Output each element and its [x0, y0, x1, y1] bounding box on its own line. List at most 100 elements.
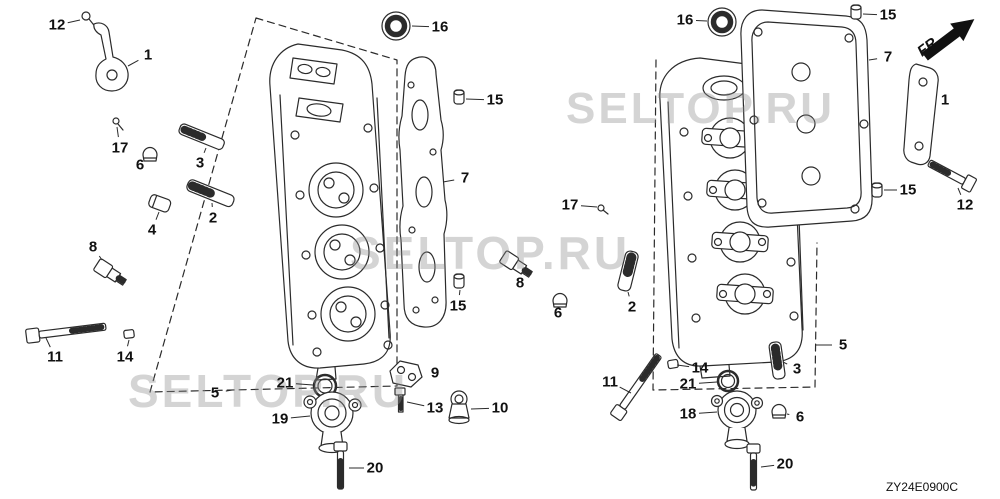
callout-18: 18 [679, 405, 697, 423]
callout-3: 3 [195, 154, 205, 172]
flange-bolt-right-12 [927, 159, 978, 193]
callout-16: 16 [676, 11, 694, 29]
callout-8: 8 [88, 238, 98, 256]
leader-line-1 [127, 59, 139, 67]
head-gasket-right [740, 9, 873, 228]
long-bolt-right-11 [610, 353, 662, 422]
dowel-pin-right-top [850, 4, 862, 20]
callout-12: 12 [956, 196, 974, 214]
callout-14: 14 [691, 359, 709, 377]
stud-bolt-left-3 [178, 123, 225, 151]
callout-19: 19 [271, 410, 289, 428]
callout-7: 7 [460, 169, 470, 187]
o-ring-right [716, 369, 740, 393]
flange-bolt-left-11 [25, 322, 107, 344]
callout-1: 1 [940, 91, 950, 109]
callout-20: 20 [776, 455, 794, 473]
leader-line-17 [116, 126, 119, 138]
leader-line-5 [225, 389, 233, 392]
callout-17: 17 [561, 196, 579, 214]
callout-14: 14 [116, 348, 134, 366]
oil-seal-right [707, 7, 737, 37]
callout-10: 10 [491, 399, 509, 417]
callout-9: 9 [430, 364, 440, 382]
callout-15: 15 [486, 91, 504, 109]
bracket-right-1 [903, 63, 939, 166]
callout-15: 15 [899, 181, 917, 199]
callout-21: 21 [679, 375, 697, 393]
head-gasket-left [398, 56, 448, 328]
callout-6: 6 [795, 408, 805, 426]
leader-line-7 [868, 58, 878, 61]
callout-13: 13 [426, 399, 444, 417]
oil-seal-left [381, 11, 411, 41]
leader-line-3 [782, 361, 788, 365]
leader-line-17 [580, 205, 598, 208]
callout-2: 2 [208, 209, 218, 227]
cap-nut-right-2 [771, 403, 787, 419]
callout-15: 15 [449, 297, 467, 315]
leader-line-2 [627, 291, 630, 297]
callout-3: 3 [792, 360, 802, 378]
callout-8: 8 [515, 274, 525, 292]
dowel-pin-left-bottom [453, 273, 465, 289]
leader-line-8 [98, 255, 103, 261]
callout-6: 6 [135, 156, 145, 174]
callout-6: 6 [553, 304, 563, 322]
drawing-code: ZY24E0900C [885, 480, 958, 494]
leader-line-16 [695, 20, 708, 22]
spark-plug-left [93, 258, 127, 286]
leader-line-11 [619, 386, 632, 394]
stud-bolt-right-2 [617, 250, 639, 292]
callout-5: 5 [210, 384, 220, 402]
callout-1: 1 [143, 46, 153, 64]
cylinder-head-left [269, 43, 393, 381]
leader-line-14 [127, 339, 130, 347]
stud-bolt-left-2 [186, 179, 235, 208]
leader-line-15 [458, 289, 461, 296]
callout-7: 7 [883, 48, 893, 66]
callout-21: 21 [276, 374, 294, 392]
leader-line-20 [760, 464, 775, 468]
clip-right-14 [667, 358, 679, 370]
callout-20: 20 [366, 459, 384, 477]
cover-bolt-left-20 [333, 441, 348, 490]
clip-left-14 [123, 329, 135, 339]
stud-bolt-right-3 [768, 341, 786, 380]
leader-line-11 [45, 337, 51, 348]
callout-2: 2 [627, 298, 637, 316]
leader-line-16 [411, 25, 430, 28]
callout-5: 5 [838, 336, 848, 354]
spark-plug-right [499, 250, 533, 278]
pipe-joint-left-10 [448, 390, 470, 425]
leader-line-21 [295, 383, 314, 386]
pin-right [597, 204, 609, 215]
dowel-pin-right-mid [871, 182, 883, 198]
callout-4: 4 [147, 221, 157, 239]
leader-line-4 [155, 211, 160, 220]
leader-line-15 [465, 98, 485, 101]
cap-nut-right [552, 292, 568, 308]
callout-11: 11 [602, 373, 618, 391]
leader-line-21 [698, 381, 718, 384]
bracket-left-9 [389, 360, 423, 388]
callout-16: 16 [431, 18, 449, 36]
leader-line-3 [203, 147, 207, 153]
leader-line-19 [290, 415, 311, 419]
dashed-box-left [149, 17, 398, 393]
leader-line-13 [406, 401, 425, 407]
callout-11: 11 [47, 348, 63, 366]
bracket-bolt-left-13 [394, 387, 406, 413]
cap-nut-left [142, 146, 158, 162]
dowel-pin-left-top [453, 89, 465, 105]
leader-line-10 [470, 407, 490, 410]
sealing-cap-left [148, 194, 172, 213]
cover-bolt-right-20 [746, 443, 761, 491]
callout-12: 12 [48, 16, 66, 34]
leader-line-14 [676, 364, 690, 368]
leader-line-12 [67, 19, 81, 24]
